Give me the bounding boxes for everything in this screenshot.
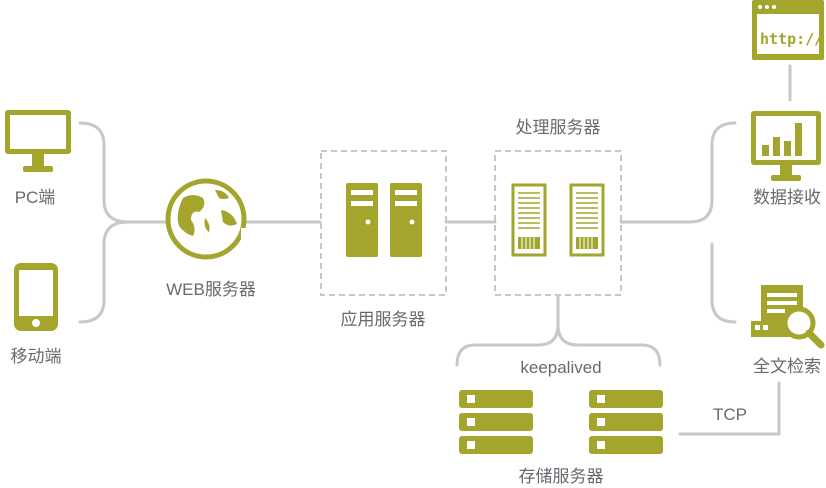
keepalived-label: keepalived — [520, 358, 602, 377]
connector-process-right — [619, 121, 737, 224]
storage-server-label: 存储服务器 — [518, 467, 604, 486]
smartphone-icon — [14, 263, 58, 331]
connector-pc-web — [78, 121, 167, 224]
tcp-label: TCP — [713, 405, 747, 424]
server-tower-icon — [346, 183, 422, 257]
process-server-box — [494, 150, 622, 296]
rack-server-icon — [511, 183, 605, 257]
connector-mobile-web — [78, 220, 130, 324]
app-server-box — [320, 150, 447, 296]
connector-storage-search — [678, 381, 781, 436]
connector-keepalived-right — [556, 323, 662, 367]
monitor-icon — [5, 110, 71, 172]
data-receive-label: 数据接收 — [753, 188, 821, 207]
globe-icon — [165, 178, 249, 260]
connector-process-keepalived — [455, 294, 560, 367]
storage-stack-icon — [459, 390, 663, 454]
connector-right-search — [710, 242, 737, 324]
document-search-icon — [751, 285, 825, 349]
http-label: http:// — [760, 30, 824, 48]
app-server-label: 应用服务器 — [340, 310, 426, 329]
process-server-label: 处理服务器 — [515, 118, 601, 137]
mobile-label: 移动端 — [10, 347, 62, 366]
pc-label: PC端 — [14, 188, 56, 207]
bar-chart-monitor-icon — [751, 111, 821, 181]
web-server-label: WEB服务器 — [166, 280, 256, 299]
fulltext-search-label: 全文检索 — [753, 357, 821, 376]
browser-window-icon — [752, 0, 824, 60]
